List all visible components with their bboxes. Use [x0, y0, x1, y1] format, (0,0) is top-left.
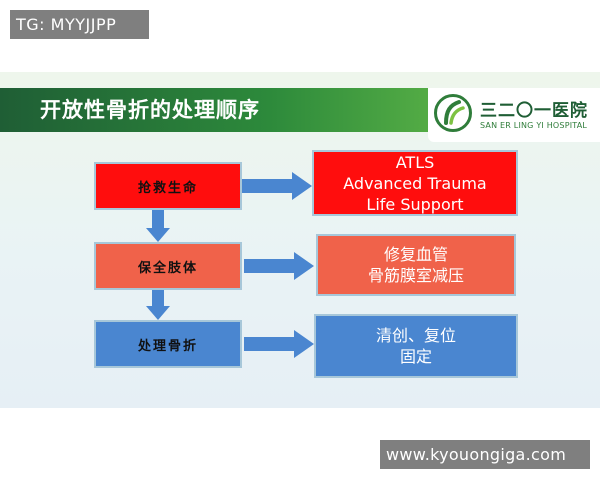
step-1-detail-line-3: Life Support [366, 194, 464, 214]
arrow-down-icon [146, 210, 170, 242]
watermark-bottom: www.kyouongiga.com [380, 440, 590, 469]
step-1-detail-line-1: ATLS [395, 152, 435, 172]
arrow-right-icon [244, 252, 314, 280]
step-3-detail-line-2: 固定 [399, 347, 432, 366]
step-3-detail-line-1: 清创、复位 [375, 326, 456, 345]
step-2-detail-line-2: 骨筋膜室减压 [367, 266, 464, 285]
title-bar: 开放性骨折的处理顺序 三二〇一医院 SAN ER LING YI HOSPITA… [0, 88, 600, 142]
step-2-box: 保全肢体 [94, 242, 242, 290]
arrow-right-icon [244, 330, 314, 358]
step-1-detail-box: ATLS Advanced Trauma Life Support [312, 150, 518, 216]
step-3-box: 处理骨折 [94, 320, 242, 368]
step-2-detail-box: 修复血管 骨筋膜室减压 [316, 234, 516, 296]
slide-title: 开放性骨折的处理顺序 [40, 98, 260, 122]
watermark-top: TG: MYYJJPP [10, 10, 149, 39]
slide: 开放性骨折的处理顺序 三二〇一医院 SAN ER LING YI HOSPITA… [0, 72, 600, 408]
step-1-detail-line-2: Advanced Trauma [343, 173, 487, 193]
step-1-box: 抢救生命 [94, 162, 242, 210]
step-2-detail-line-1: 修复血管 [383, 245, 448, 264]
hospital-name-cn: 三二〇一医院 [480, 101, 588, 121]
step-3-detail-box: 清创、复位 固定 [314, 314, 518, 378]
step-2-label: 保全肢体 [137, 260, 198, 276]
hospital-name-en: SAN ER LING YI HOSPITAL [480, 121, 588, 130]
arrow-down-icon [146, 290, 170, 320]
hospital-logo-icon [434, 94, 472, 132]
step-3-label: 处理骨折 [137, 338, 198, 354]
step-1-label: 抢救生命 [137, 180, 198, 196]
hospital-logo: 三二〇一医院 SAN ER LING YI HOSPITAL [428, 88, 600, 142]
arrow-right-icon [242, 172, 312, 200]
